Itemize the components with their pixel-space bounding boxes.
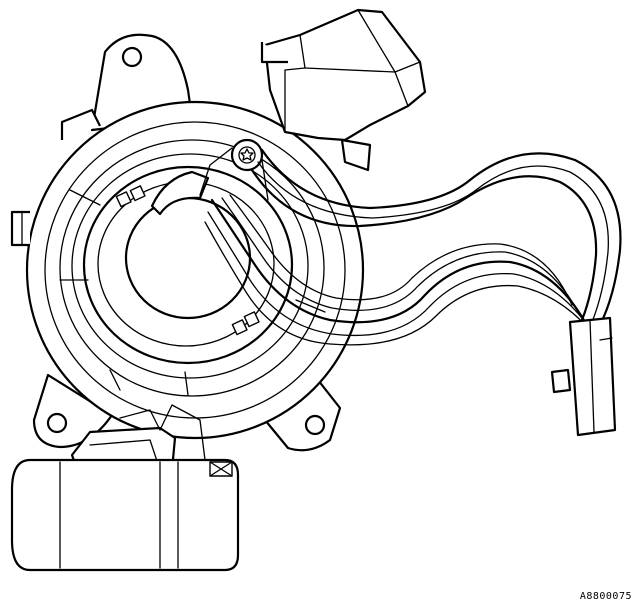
harness-wire-bundle — [210, 198, 587, 324]
flat-ribbon-cable — [204, 148, 622, 346]
top-left-tab — [60, 108, 101, 140]
rotor-window — [129, 185, 146, 202]
rotor-window — [115, 191, 132, 208]
reference-code: A8800075 — [579, 591, 632, 602]
connector-side-tab — [260, 42, 288, 64]
top-connector-housing — [260, 8, 427, 172]
rotor-window — [231, 319, 248, 336]
bottom-left-mounting-lug — [32, 373, 114, 449]
connector-block — [263, 8, 427, 142]
rotor — [44, 121, 346, 419]
ribbon-cable-edge — [260, 148, 622, 327]
bottom-connector-plug — [10, 426, 240, 572]
housing-body — [25, 100, 365, 440]
top-mounting-hole — [121, 46, 143, 68]
bottom-right-mounting-hole — [304, 414, 326, 436]
connector-latch — [340, 138, 372, 172]
right-connector-pin — [550, 368, 572, 394]
right-end-connector — [550, 316, 617, 437]
bottom-left-mounting-hole — [46, 412, 68, 434]
torx-drive-icon — [240, 148, 254, 161]
rotor-plate — [82, 165, 294, 365]
bottom-plug-body — [10, 458, 240, 572]
ring-3 — [71, 153, 309, 379]
screw-head — [230, 138, 264, 172]
screw-boss — [199, 138, 269, 201]
rotor-window — [243, 311, 260, 328]
ring-2 — [59, 139, 325, 397]
index-notch — [150, 170, 210, 216]
left-side-tab — [10, 210, 30, 247]
